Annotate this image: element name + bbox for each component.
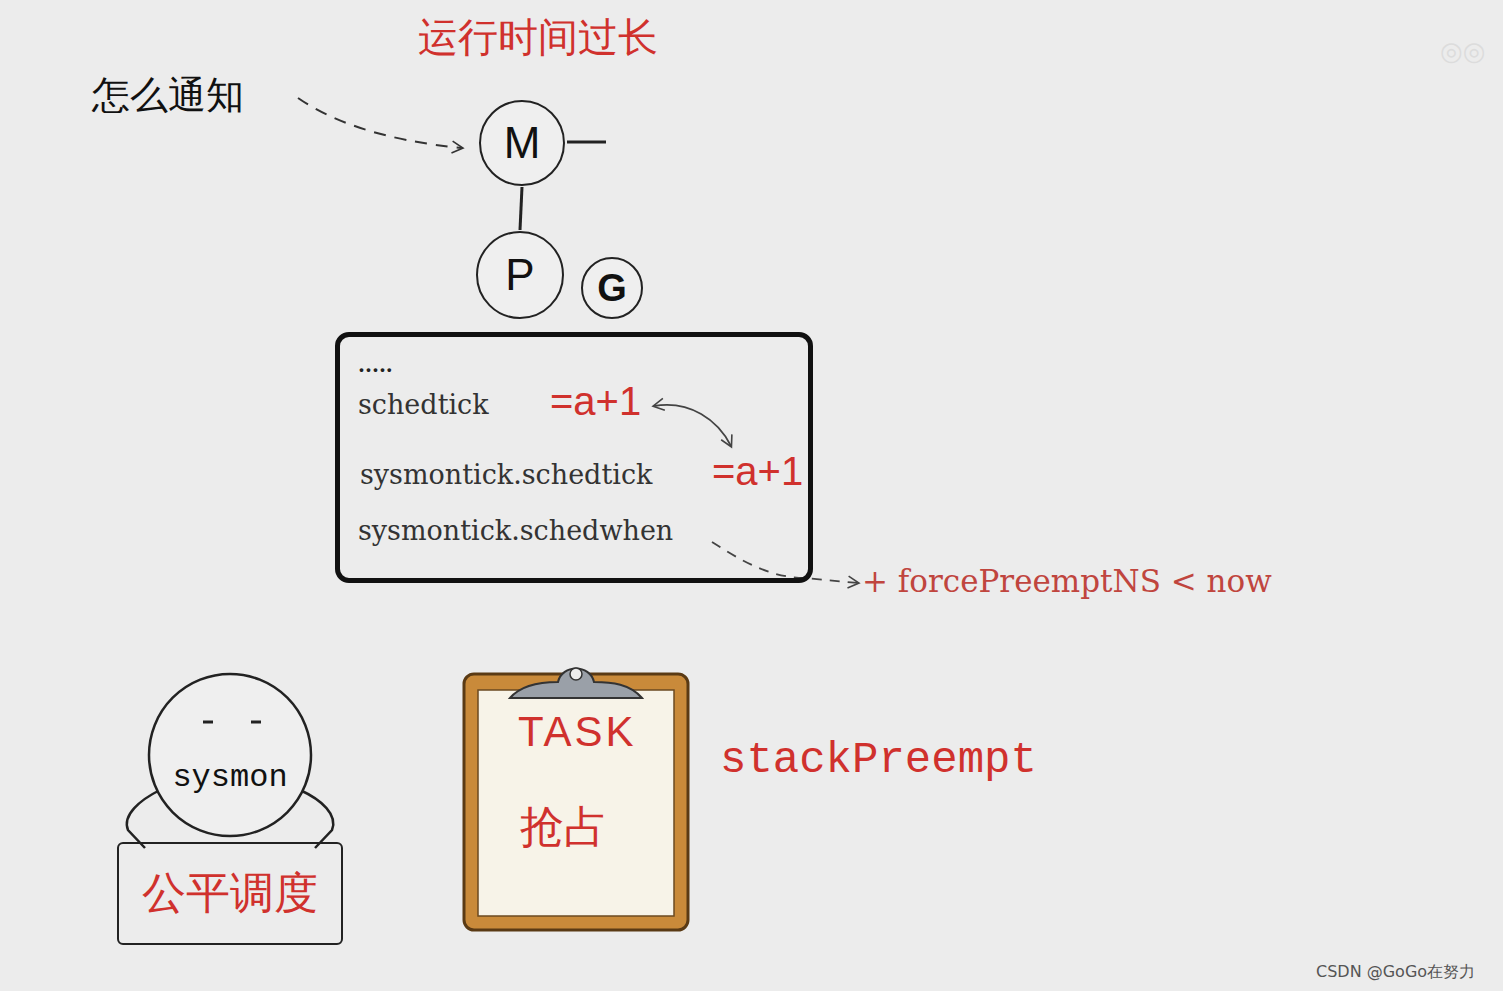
struct-box: ..... schedtick =a+1 sysmontick.schedtick =a… xyxy=(335,332,813,583)
clipboard-clip xyxy=(510,669,642,699)
circle-outline xyxy=(147,672,313,838)
faint-mark: ◎◎ xyxy=(1440,36,1485,66)
sign-board: 公平调度 xyxy=(117,842,343,945)
circle-shape xyxy=(480,101,564,185)
circle-shape xyxy=(149,674,311,836)
diagram-title: 运行时间过长 xyxy=(418,10,658,65)
task-clipboard: TASK 抢占 xyxy=(462,660,690,932)
leader-arrow xyxy=(298,98,462,148)
term-label: stackPreempt xyxy=(720,735,1037,785)
watermark: CSDN @GoGo在努力 xyxy=(1316,962,1475,983)
clipboard-board xyxy=(464,674,688,930)
circle-shape xyxy=(582,258,642,318)
node-text: ..... xyxy=(358,355,393,375)
node-text: schedtick xyxy=(358,389,489,420)
node-text: 公平调度 xyxy=(142,864,318,923)
m-circle: M xyxy=(478,99,566,187)
node-text: P xyxy=(505,250,534,300)
node-text: sysmontick.schedtick xyxy=(360,459,652,490)
clip-hole xyxy=(570,668,582,680)
node-text: sysmon xyxy=(172,759,287,796)
node-text: 抢占 xyxy=(520,798,608,857)
condition-label: + forcePreemptNS < now xyxy=(862,563,1272,599)
connector-line xyxy=(520,187,522,230)
node-text: M xyxy=(504,118,541,168)
p-circle: P xyxy=(475,230,565,320)
node-text: sysmontick.schedwhen xyxy=(358,515,673,546)
sysmon-face: sysmon xyxy=(147,672,313,838)
note-label: 怎么通知 xyxy=(92,70,244,121)
sysmon-arm xyxy=(300,790,333,848)
node-text: G xyxy=(597,267,627,310)
curved-arrow xyxy=(654,405,731,446)
leader-arrow xyxy=(712,542,858,583)
m-stub xyxy=(567,141,606,144)
node-text: =a+1 xyxy=(550,379,641,424)
g-circle: G xyxy=(580,256,644,320)
eye xyxy=(251,721,261,724)
sysmon-arm xyxy=(127,790,160,848)
clipboard-art xyxy=(462,660,690,932)
node-text: TASK xyxy=(518,708,637,756)
clipboard-paper xyxy=(478,690,674,916)
circle-shape xyxy=(477,232,563,318)
node-text: =a+1 xyxy=(712,449,803,494)
eye xyxy=(203,721,213,724)
